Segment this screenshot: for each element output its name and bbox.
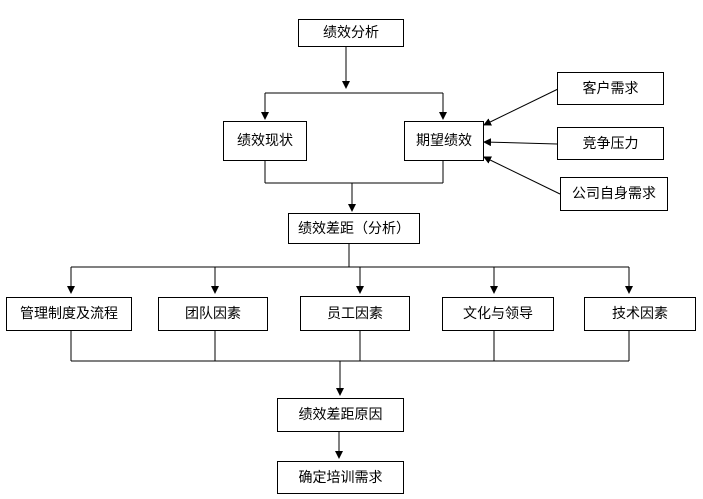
node-management-system: 管理制度及流程 [6, 297, 132, 331]
node-team-factors: 团队因素 [158, 297, 268, 331]
node-performance-analysis: 绩效分析 [298, 19, 404, 47]
node-expected-performance: 期望绩效 [404, 121, 484, 161]
node-culture-leadership: 文化与领导 [442, 297, 554, 331]
node-technical-factors: 技术因素 [584, 297, 696, 331]
edge-competition-to-expected [483, 138, 558, 147]
edge-company-to-expected [483, 156, 561, 195]
node-employee-factors: 员工因素 [300, 296, 410, 331]
edge-customer-to-expected [483, 88, 559, 126]
node-training-needs: 确定培训需求 [277, 461, 404, 494]
node-gap-causes: 绩效差距原因 [277, 398, 404, 432]
node-current-performance: 绩效现状 [223, 121, 307, 161]
node-competitive-pressure: 竞争压力 [557, 127, 664, 160]
node-customer-demand: 客户需求 [557, 72, 664, 105]
node-company-needs: 公司自身需求 [560, 177, 668, 211]
node-performance-gap: 绩效差距（分析） [288, 213, 420, 244]
